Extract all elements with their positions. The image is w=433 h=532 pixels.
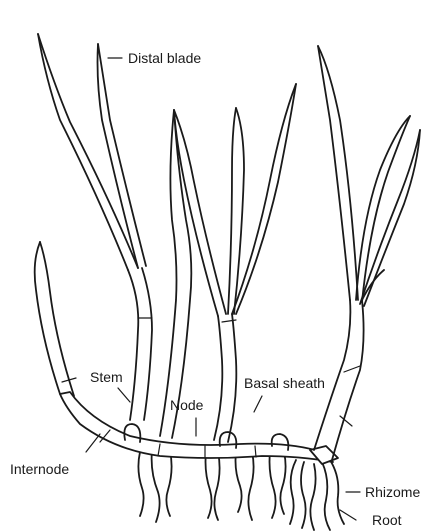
leader-basal-sheath (254, 396, 262, 412)
label-internode: Internode (10, 461, 69, 477)
label-distal-blade: Distal blade (128, 50, 201, 66)
label-root: Root (372, 512, 402, 528)
leader-stem (118, 388, 130, 402)
label-stem: Stem (90, 369, 123, 385)
leader-internode (86, 434, 100, 452)
leader-root (340, 510, 356, 520)
label-basal-sheath: Basal sheath (244, 375, 325, 391)
shoot-left (35, 242, 76, 396)
label-rhizome: Rhizome (365, 484, 420, 500)
roots (138, 450, 344, 530)
shoot-right (314, 46, 420, 460)
shoot-center-left (38, 34, 152, 420)
label-node: Node (170, 397, 203, 413)
shoot-center (160, 110, 191, 438)
